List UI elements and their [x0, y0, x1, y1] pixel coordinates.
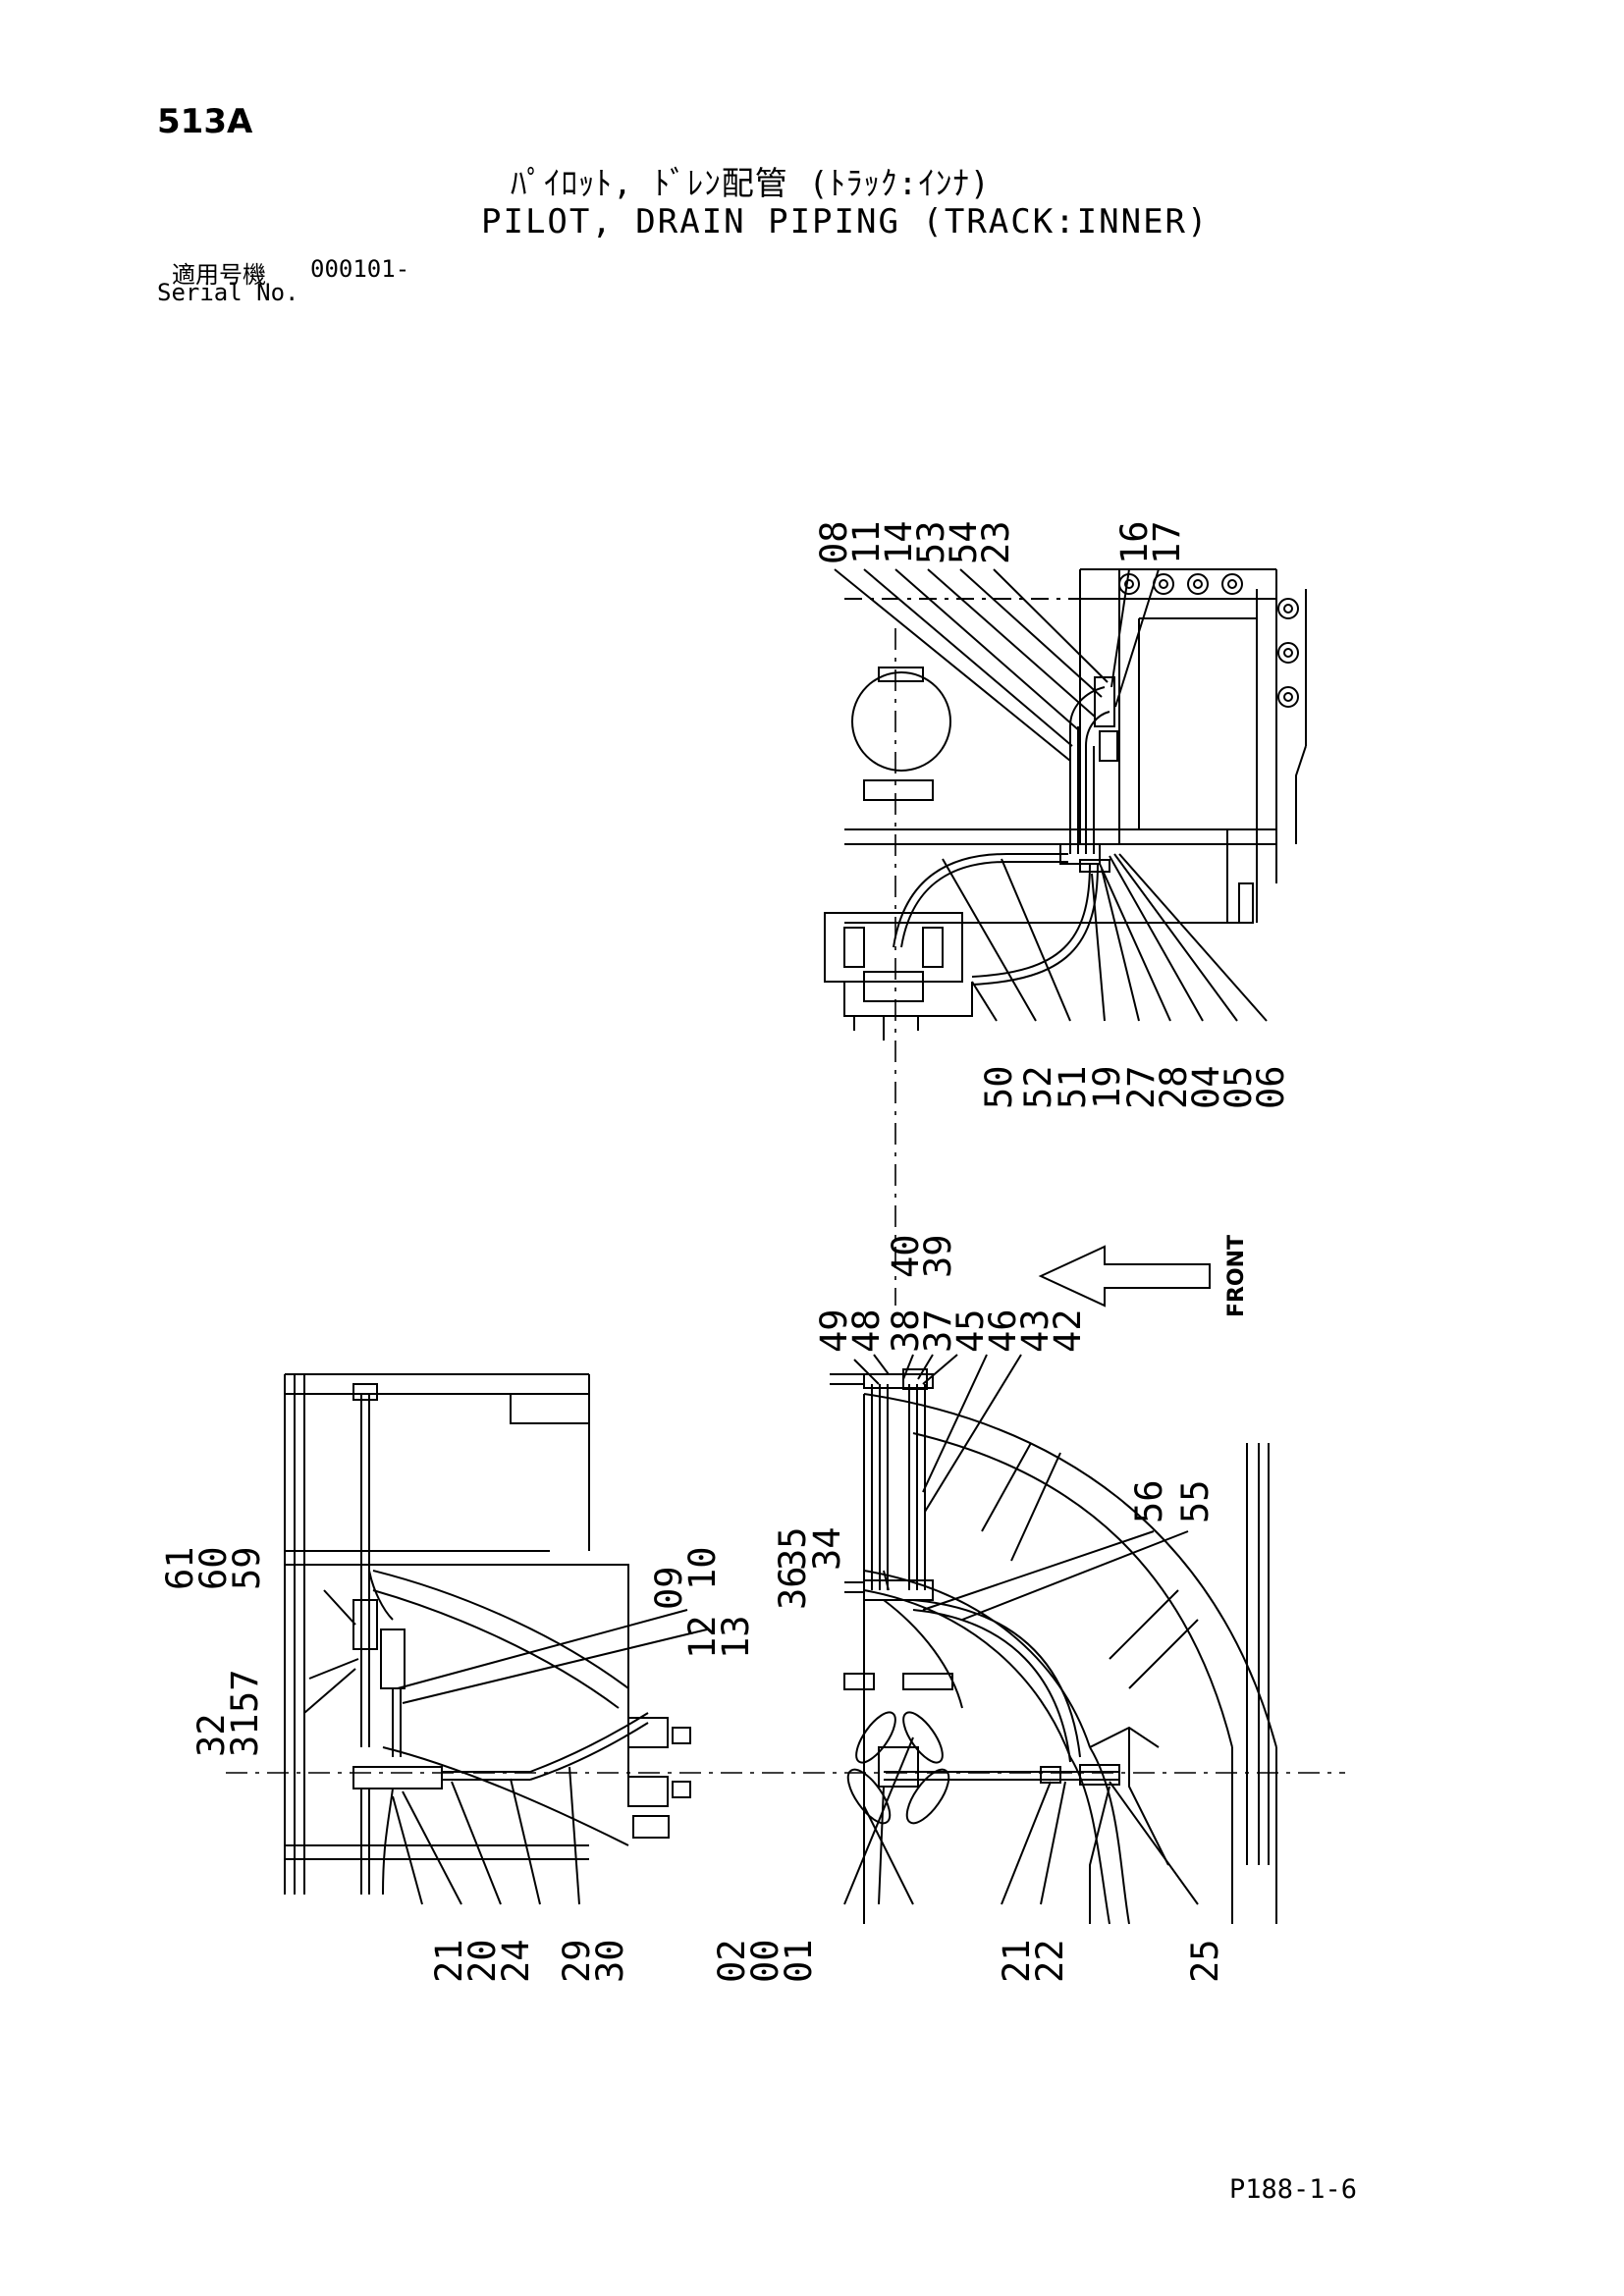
- part-number-callout: 00: [744, 1939, 786, 1983]
- part-number-callout: 25: [1184, 1939, 1226, 1983]
- part-number-callout: 61: [159, 1546, 201, 1590]
- part-number-callout: 01: [778, 1939, 820, 1983]
- top-view-drawing: [824, 568, 1307, 1041]
- page-title-japanese: ﾊﾟｲﾛｯﾄ, ﾄﾞﾚﾝ配管 (ﾄﾗｯｸ:ｲﾝﾅ): [511, 164, 991, 202]
- part-number-callout: 29: [556, 1939, 598, 1983]
- part-number-callout: 32: [190, 1713, 233, 1757]
- part-number-callout: 52: [1017, 1065, 1059, 1109]
- wheel-view-drawing: [830, 1354, 1277, 1925]
- part-number-callout: 06: [1250, 1065, 1292, 1109]
- callouts-wheel-top: 49 48 38 40 37 39 45 46 43 42: [813, 1234, 1089, 1353]
- part-number-callout: 42: [1047, 1308, 1089, 1353]
- part-number-callout: 36: [772, 1566, 814, 1610]
- part-number-callout: 39: [917, 1234, 959, 1278]
- callouts-wheel-mid: 35 36 34 56 55: [772, 1479, 1217, 1610]
- part-number-callout: 56: [1128, 1479, 1170, 1523]
- part-number-callout: 35: [772, 1526, 814, 1571]
- part-number-callout: 19: [1086, 1065, 1128, 1109]
- part-number-callout: 17: [1146, 520, 1188, 564]
- serial-label-japanese: 適用号機: [172, 261, 266, 289]
- part-number-callout: 28: [1153, 1065, 1195, 1109]
- page-title-english: PILOT, DRAIN PIPING (TRACK:INNER): [481, 202, 1210, 241]
- callouts-left-view-top: 61 60 59 09 12 10 13 32 57 31: [159, 1546, 757, 1757]
- part-number-callout: 51: [1052, 1065, 1094, 1109]
- serial-label-english: Serial No.: [157, 279, 299, 306]
- part-number-callout: 21: [428, 1939, 470, 1983]
- part-number-callout: 02: [711, 1939, 753, 1983]
- part-number-callout: 46: [982, 1308, 1024, 1353]
- part-number-callout: 12: [681, 1615, 724, 1659]
- part-number-callout: 37: [917, 1308, 959, 1353]
- front-direction-label: FRONT: [1224, 1235, 1249, 1317]
- part-number-callout: 22: [1029, 1939, 1071, 1983]
- part-number-callout: 08: [813, 520, 855, 564]
- part-number-callout: 40: [885, 1234, 927, 1278]
- part-number-callout: 60: [192, 1546, 235, 1590]
- part-number-callout: 11: [845, 520, 888, 564]
- part-number-callout: 34: [806, 1526, 848, 1571]
- part-number-callout: 21: [996, 1939, 1038, 1983]
- part-number-callout: 20: [461, 1939, 504, 1983]
- part-number-callout: 59: [226, 1546, 268, 1590]
- part-number-callout: 09: [648, 1566, 690, 1610]
- part-number-callout: 45: [949, 1308, 992, 1353]
- part-number-callout: 04: [1185, 1065, 1227, 1109]
- part-number-callout: 55: [1174, 1479, 1217, 1523]
- part-number-callout: 23: [975, 520, 1017, 564]
- part-number-callout: 30: [589, 1939, 631, 1983]
- left-side-view-drawing: [284, 1373, 708, 1905]
- page-code: 513A: [157, 102, 253, 141]
- part-number-callout: 13: [715, 1615, 757, 1659]
- part-number-callout: 24: [495, 1939, 537, 1983]
- callouts-top-view-bottom: 50 52 51 19 27 28 04 05 06: [978, 1065, 1292, 1109]
- part-number-callout: 27: [1120, 1065, 1163, 1109]
- part-number-callout: 48: [845, 1308, 888, 1353]
- part-number-callout: 50: [978, 1065, 1020, 1109]
- part-number-callout: 14: [878, 520, 920, 564]
- part-number-callout: 05: [1218, 1065, 1260, 1109]
- part-number-callout: 43: [1014, 1308, 1056, 1353]
- part-number-callout: 49: [813, 1308, 855, 1353]
- part-number-callout: 53: [910, 520, 952, 564]
- part-number-callout: 57: [224, 1669, 266, 1713]
- callouts-left-view-bottom: 21 20 24 29 30: [428, 1939, 631, 1983]
- callouts-top-view-top: 08 11 14 53 54 23 16 17: [813, 520, 1188, 564]
- part-number-callout: 38: [885, 1308, 927, 1353]
- serial-number-value: 000101-: [310, 255, 410, 283]
- part-number-callout: 16: [1113, 520, 1156, 564]
- part-number-callout: 10: [681, 1546, 724, 1590]
- page-reference: P188-1-6: [1229, 2174, 1358, 2205]
- part-number-callout: 31: [224, 1713, 266, 1757]
- part-number-callout: 54: [943, 520, 985, 564]
- callouts-wheel-bottom: 02 00 01 21 22 25: [711, 1939, 1226, 1983]
